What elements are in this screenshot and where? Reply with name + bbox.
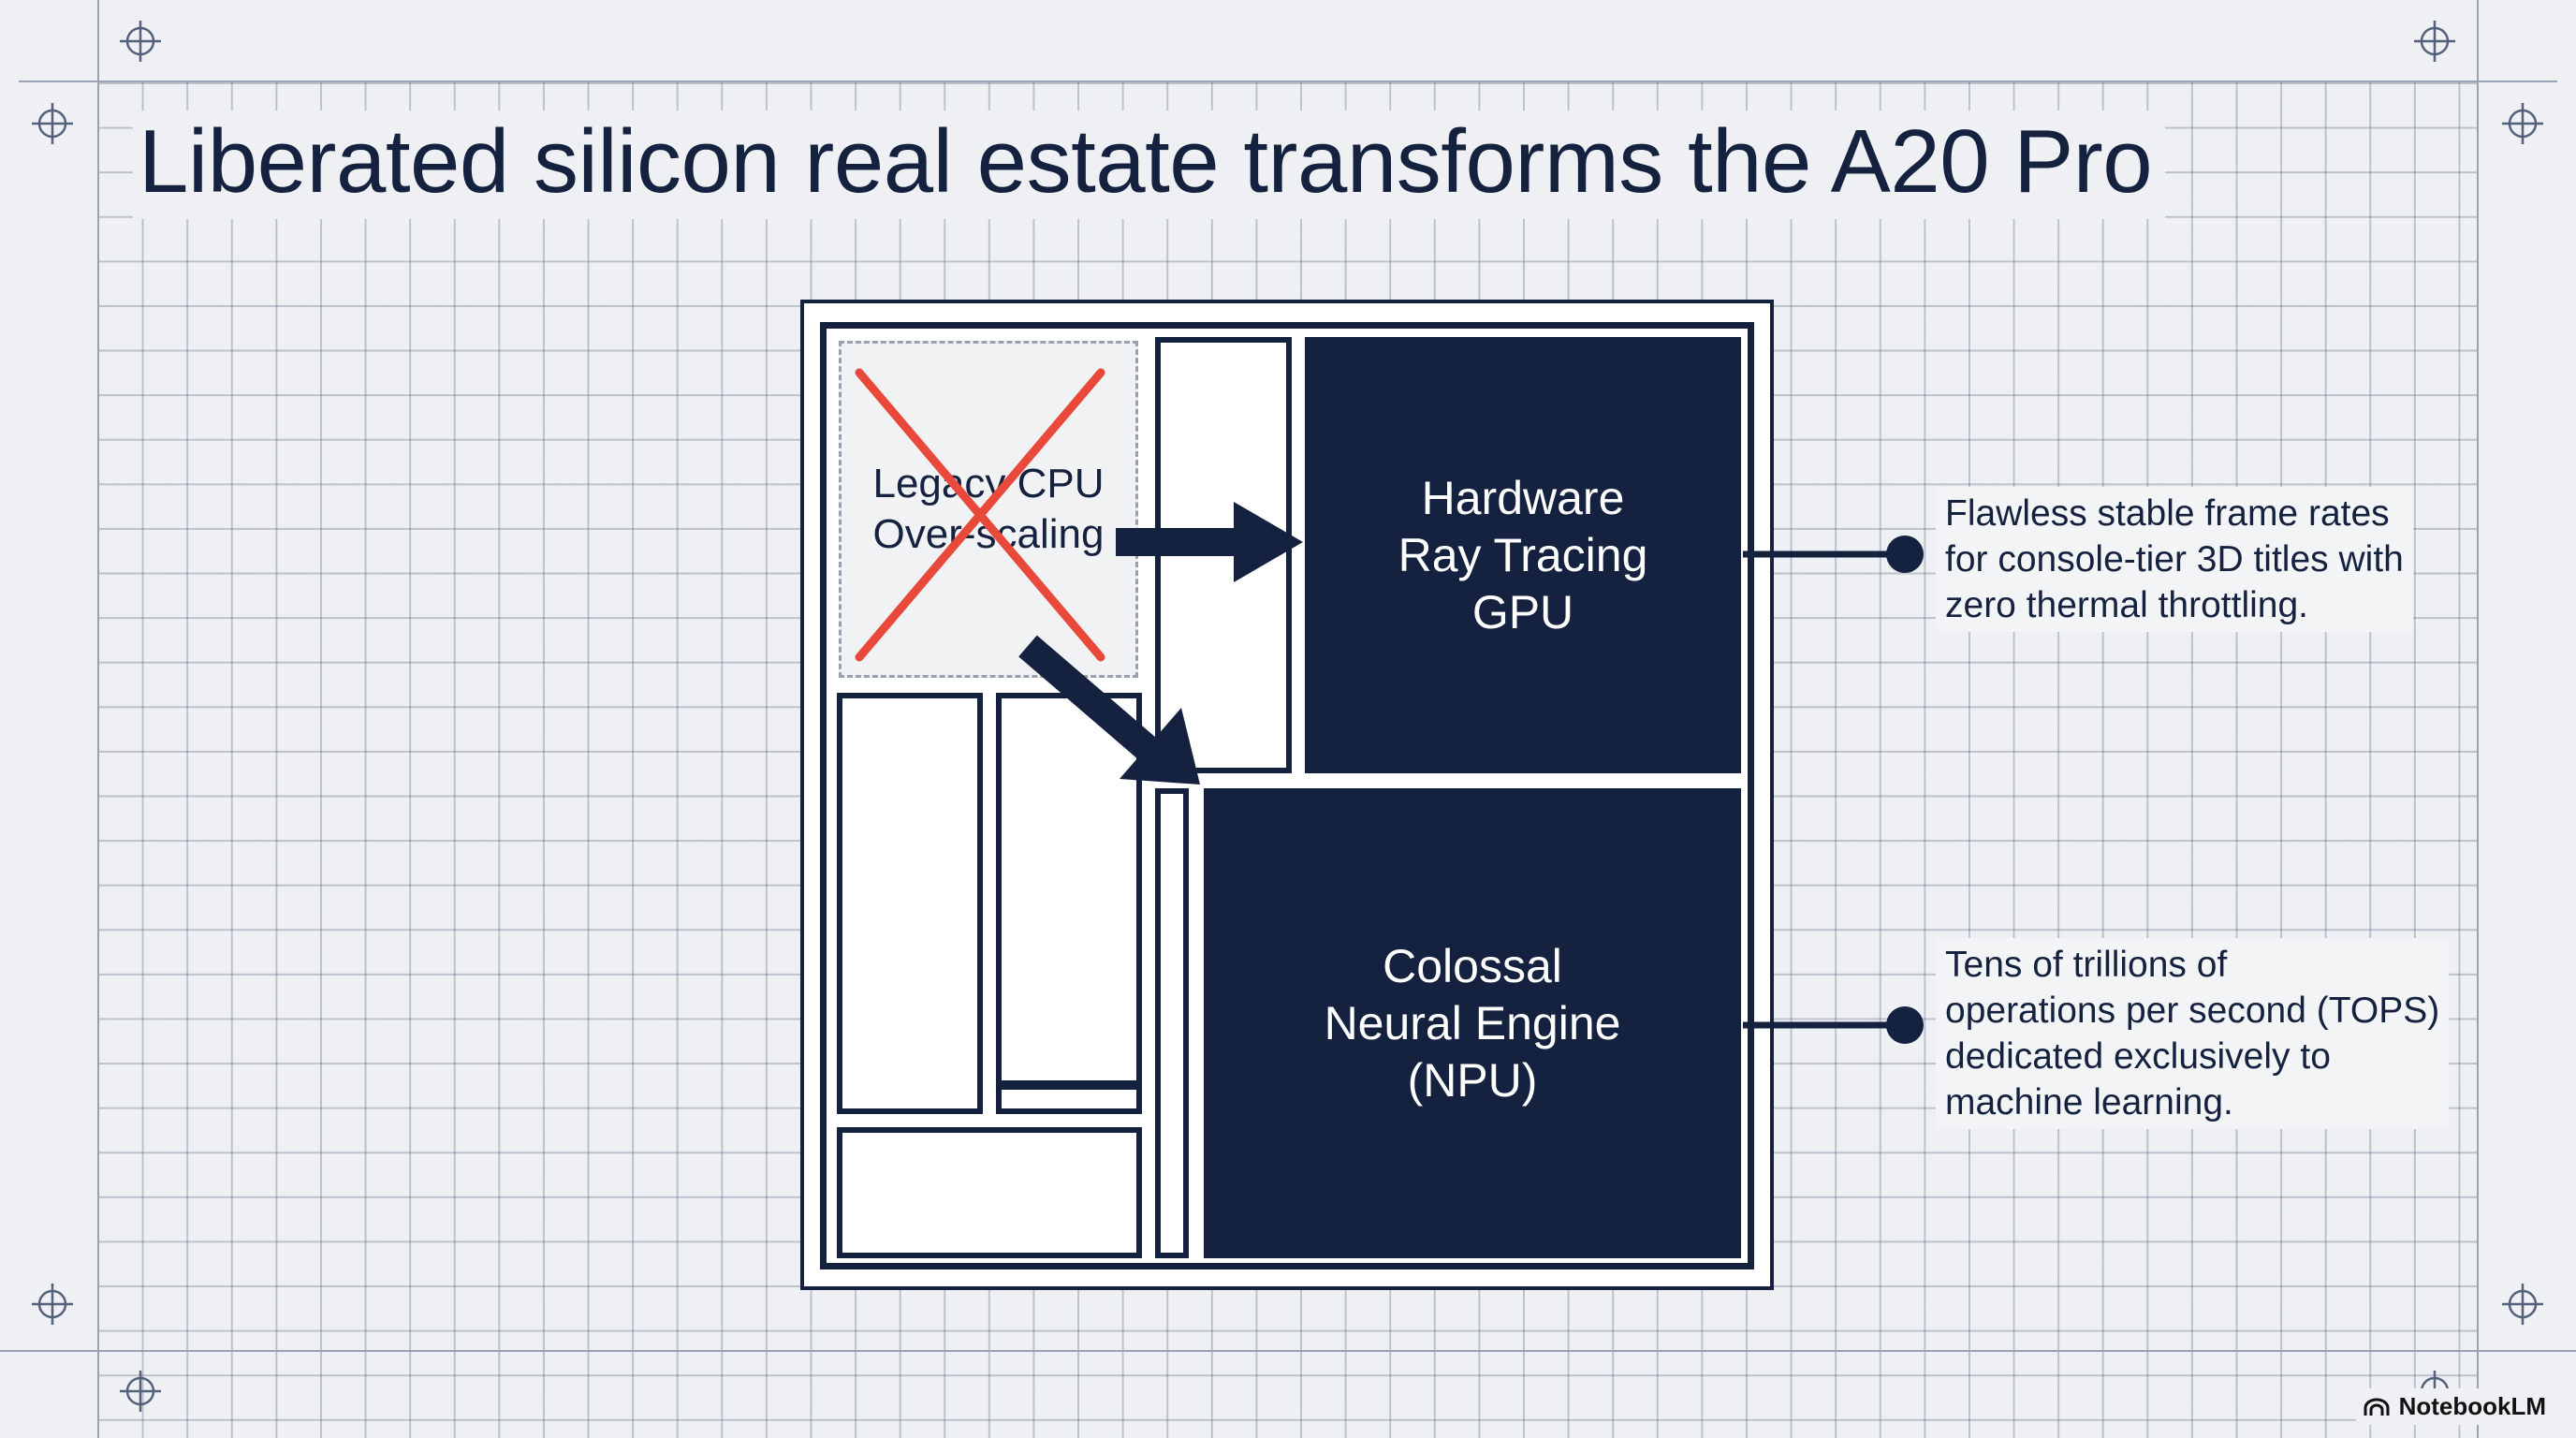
slide-title: Liberated silicon real estate transforms… <box>133 110 2166 219</box>
crosshair-icon <box>120 1371 161 1412</box>
frame-line-left <box>97 0 99 1438</box>
arrow-right-icon <box>1116 502 1303 582</box>
npu-label: Colossal Neural Engine (NPU) <box>1324 939 1621 1107</box>
chip-block-thin <box>1155 788 1189 1258</box>
crosshair-icon <box>2502 1284 2543 1325</box>
chip-block-small <box>996 693 1142 1086</box>
npu-block: Colossal Neural Engine (NPU) <box>1204 788 1741 1258</box>
chip-die-inner <box>820 322 1754 1269</box>
notebooklm-logo-icon <box>2364 1398 2390 1416</box>
frame-line-right <box>2477 0 2479 1438</box>
red-cross-icon <box>855 368 1105 662</box>
crosshair-icon <box>32 103 73 144</box>
crosshair-icon <box>2414 21 2455 62</box>
gpu-callout-text: Flawless stable frame rates for console-… <box>1936 487 2413 632</box>
npu-callout-connector <box>1743 1006 1924 1044</box>
frame-line-bottom <box>0 1350 2576 1352</box>
gpu-label: Hardware Ray Tracing GPU <box>1398 471 1648 638</box>
crosshair-icon <box>2502 103 2543 144</box>
npu-callout-text: Tens of trillions of operations per seco… <box>1936 938 2450 1129</box>
brand-name: NotebookLM <box>2398 1392 2546 1420</box>
gpu-callout-connector <box>1743 536 1924 573</box>
chip-block-bottom <box>837 1127 1142 1258</box>
arrow-down-right-icon <box>1018 635 1200 785</box>
crosshair-icon <box>32 1284 73 1325</box>
chip-block-strip <box>996 1084 1142 1114</box>
crosshair-icon <box>120 21 161 62</box>
gpu-block: Hardware Ray Tracing GPU <box>1305 337 1741 773</box>
frame-line-top <box>19 81 2557 82</box>
notebooklm-brand: NotebookLM <box>2355 1388 2554 1425</box>
chip-block-small <box>837 693 983 1114</box>
